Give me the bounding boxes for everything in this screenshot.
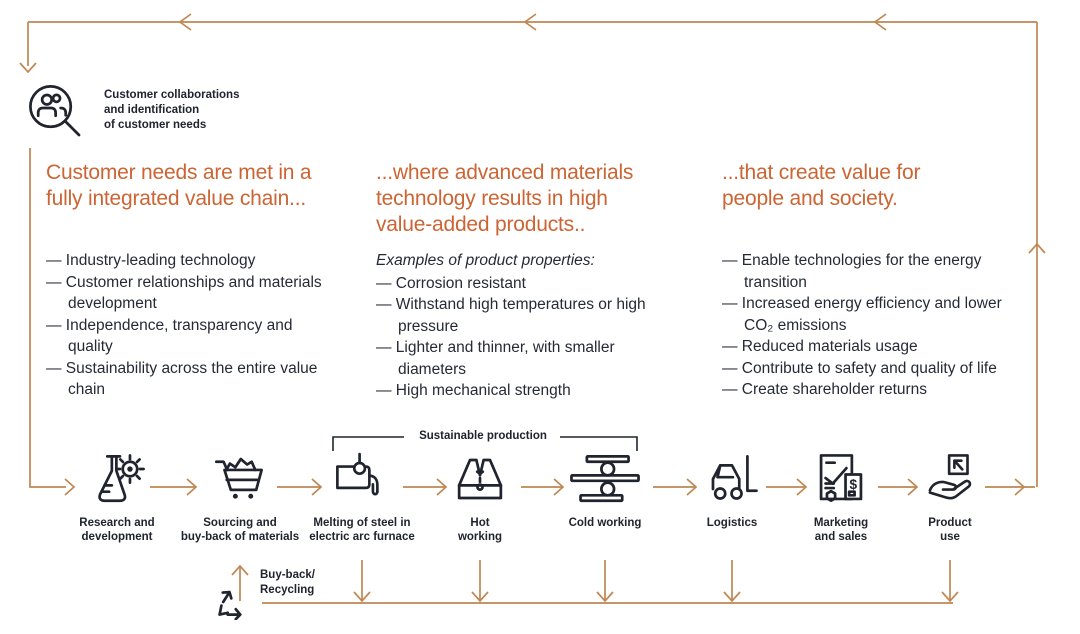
- step-melting: Melting of steel in electric arc furnace: [309, 450, 415, 544]
- step-marketing-sales: $ Marketing and sales: [812, 450, 870, 544]
- rolling-mill-icon: [570, 454, 640, 503]
- column-list: — Enable technologies for the energy tra…: [722, 250, 1052, 401]
- list-item: — Create shareholder returns: [722, 381, 928, 398]
- list-item: — Industry-leading technology: [46, 252, 256, 269]
- magnifier-people-icon: [29, 85, 81, 137]
- step-logistics: Logistics: [703, 450, 761, 530]
- list-item: — Sustainability across the entire value…: [46, 359, 318, 399]
- step-label: Marketing and sales: [813, 517, 869, 543]
- column-heading: Customer needs are met in a fully integr…: [46, 161, 312, 210]
- step-sourcing: Sourcing and buy-back of materials: [181, 450, 299, 544]
- furnace-icon: [335, 452, 379, 496]
- list-item: — Corrosion resistant: [376, 274, 526, 292]
- list-item: — Enable technologies for the energy tra…: [722, 252, 982, 291]
- column-list: — Corrosion resistant — Withstand high t…: [376, 273, 681, 402]
- flask-gear-icon: [97, 454, 145, 503]
- step-hot-working: Hot working: [451, 450, 509, 544]
- column-intro: Examples of product properties:: [376, 252, 595, 269]
- column-heading: ...that create value for people and soci…: [722, 161, 921, 210]
- list-item: — High mechanical strength: [376, 382, 571, 399]
- column-list: — Industry-leading technology — Customer…: [46, 250, 346, 401]
- list-item: — Withstand high temperatures or high pr…: [376, 296, 646, 335]
- customer-callout-text: Customer collaborations and identificati…: [104, 89, 240, 131]
- step-product-use: Product use: [922, 450, 978, 544]
- step-label: Research and development: [79, 517, 155, 543]
- step-label: Cold working: [568, 517, 642, 529]
- step-label: Logistics: [706, 517, 758, 529]
- step-research-development: Research and development: [79, 450, 155, 544]
- step-label: Melting of steel in electric arc furnace: [309, 517, 415, 543]
- column-heading: ...where advanced materials technology r…: [376, 161, 634, 236]
- column-advanced-materials: ...where advanced materials technology r…: [376, 160, 681, 402]
- step-label: Product use: [928, 517, 972, 543]
- sales-document-icon: $: [819, 454, 863, 503]
- sustainable-production-label: Sustainable production: [419, 430, 547, 442]
- buy-back-recycling-label: Buy-back/ Recycling: [260, 569, 315, 596]
- list-item: — Lighter and thinner, with smaller diam…: [376, 339, 615, 378]
- column-value-chain: Customer needs are met in a fully integr…: [46, 160, 346, 401]
- svg-text:$: $: [849, 477, 857, 492]
- cart-icon: [215, 457, 264, 499]
- customer-callout: Customer collaborations and identificati…: [24, 80, 239, 146]
- forklift-icon: [711, 454, 758, 500]
- step-label: Hot working: [457, 517, 503, 543]
- column-value-for-society: ...that create value for people and soci…: [722, 160, 1052, 401]
- list-item: — Independence, transparency and quality: [46, 316, 293, 356]
- step-cold-working: Cold working: [565, 450, 645, 530]
- list-item: — Contribute to safety and quality of li…: [722, 359, 997, 377]
- step-label: Sourcing and buy-back of materials: [180, 517, 300, 543]
- hand-box-icon: [928, 454, 972, 500]
- list-item: — Increased energy efficiency and lower …: [722, 295, 1002, 334]
- hot-working-die-icon: [457, 458, 503, 500]
- recycle-icon: [218, 590, 242, 620]
- list-item: — Reduced materials usage: [722, 338, 918, 355]
- list-item: — Customer relationships and materials d…: [46, 273, 322, 313]
